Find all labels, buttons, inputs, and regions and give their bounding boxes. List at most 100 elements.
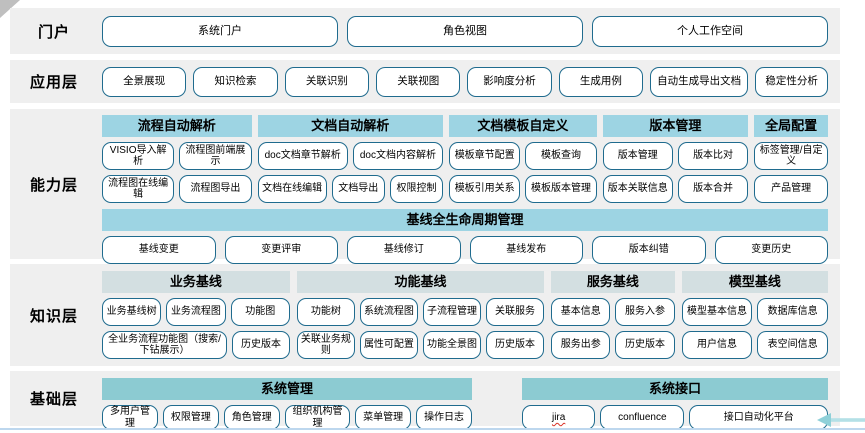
group-header: 模型基线 xyxy=(681,271,828,293)
module-button[interactable]: 功能全景图 xyxy=(422,331,482,359)
layer-label-base: 基础层 xyxy=(29,391,78,408)
module-button[interactable]: 服务入参 xyxy=(615,298,675,326)
group-header: 业务基线 xyxy=(102,271,290,293)
layer-row-application: 应用层 全景展现 知识检索 关联识别 关联视图 影响度分析 生成用例 自动生成导… xyxy=(10,60,840,103)
module-button[interactable]: 文档在线编辑 xyxy=(257,175,327,203)
layer-label-application: 应用层 xyxy=(29,74,78,91)
capability-group-process-parsing: 流程自动解析 VISIO导入解析 流程图前端展示 流程图在线编辑 流程图导出 xyxy=(102,115,252,203)
module-button[interactable]: 多用户管理 xyxy=(102,405,158,430)
module-button[interactable]: 文档导出 xyxy=(331,175,385,203)
group-header: 服务基线 xyxy=(551,271,675,293)
module-button[interactable]: 关联服务 xyxy=(486,298,545,326)
module-button[interactable]: 关联视图 xyxy=(376,66,461,97)
module-button[interactable]: 全景展现 xyxy=(102,66,187,97)
module-button[interactable]: 流程图在线编辑 xyxy=(102,175,175,203)
module-button[interactable]: 知识检索 xyxy=(193,66,278,97)
module-button[interactable]: 系统流程图 xyxy=(359,298,418,326)
module-button[interactable]: 服务出参 xyxy=(551,331,611,359)
module-button[interactable]: doc文档内容解析 xyxy=(352,142,444,170)
group-header: 流程自动解析 xyxy=(102,115,252,137)
module-button[interactable]: 版本纠错 xyxy=(592,236,706,264)
module-button[interactable]: 权限管理 xyxy=(162,405,219,430)
module-button[interactable]: 版本合并 xyxy=(677,175,749,203)
bottom-accent-line xyxy=(0,428,865,430)
module-button[interactable]: 基线发布 xyxy=(469,236,583,264)
left-arrow-decoration xyxy=(817,413,865,427)
module-button[interactable]: 模板引用关系 xyxy=(449,175,521,203)
module-button[interactable]: 产品管理 xyxy=(754,175,828,203)
module-button[interactable]: 版本关联信息 xyxy=(602,175,673,203)
module-button[interactable]: 基线修订 xyxy=(347,236,461,264)
module-button[interactable]: 子流程管理 xyxy=(422,298,482,326)
base-group-system-interfaces: 系统接口 jira confluence 接口自动化平台 xyxy=(522,378,828,430)
module-button[interactable]: 流程图前端展示 xyxy=(179,142,252,170)
layer-row-portal: 门户 系统门户 角色视图 个人工作空间 xyxy=(10,8,840,54)
layer-label-capability: 能力层 xyxy=(29,176,78,194)
module-button[interactable]: 角色管理 xyxy=(223,405,280,430)
module-button[interactable]: 历史版本 xyxy=(232,331,290,359)
module-button-interface-automation[interactable]: 接口自动化平台 xyxy=(689,405,828,430)
layer-row-knowledge: 知识层 业务基线 业务基线树 业务流程图 功能图 全业务流程功能图（搜索/下钻展… xyxy=(10,264,840,366)
module-button[interactable]: 业务流程图 xyxy=(166,298,226,326)
module-button-system-portal[interactable]: 系统门户 xyxy=(102,15,338,47)
knowledge-group-model-baseline: 模型基线 模型基本信息 数据库信息 用户信息 表空间信息 xyxy=(681,271,828,359)
group-header: 功能基线 xyxy=(296,271,545,293)
module-button[interactable]: 流程图导出 xyxy=(179,175,252,203)
knowledge-group-business-baseline: 业务基线 业务基线树 业务流程图 功能图 全业务流程功能图（搜索/下钻展示） 历… xyxy=(102,271,290,359)
module-button[interactable]: 模板版本管理 xyxy=(525,175,597,203)
group-header: 文档自动解析 xyxy=(257,115,444,137)
module-button[interactable]: 功能图 xyxy=(230,298,290,326)
module-button[interactable]: 变更历史 xyxy=(714,236,828,264)
module-button[interactable]: 基本信息 xyxy=(551,298,611,326)
module-button[interactable]: 历史版本 xyxy=(486,331,545,359)
module-button[interactable]: VISIO导入解析 xyxy=(102,142,175,170)
module-button[interactable]: 版本管理 xyxy=(602,142,673,170)
group-header: 系统接口 xyxy=(522,378,828,400)
baseline-lifecycle-header: 基线全生命周期管理 xyxy=(102,209,828,231)
module-button[interactable]: 稳定性分析 xyxy=(755,66,829,97)
capability-group-doc-parsing: 文档自动解析 doc文档章节解析 doc文档内容解析 文档在线编辑 文档导出 权… xyxy=(257,115,444,203)
layer-row-capability: 能力层 流程自动解析 VISIO导入解析 流程图前端展示 流程图在线编辑 流程图… xyxy=(10,109,840,264)
module-button[interactable]: 关联识别 xyxy=(284,66,370,97)
module-button[interactable]: 表空间信息 xyxy=(757,331,828,359)
module-button[interactable]: 标签管理/自定义 xyxy=(754,142,828,170)
module-button[interactable]: 功能树 xyxy=(296,298,355,326)
layer-row-base: 基础层 系统管理 多用户管理 权限管理 角色管理 组织机构管理 菜单管理 操作日… xyxy=(10,371,840,430)
module-button[interactable]: 自动生成导出文档 xyxy=(650,66,749,97)
base-group-system-management: 系统管理 多用户管理 权限管理 角色管理 组织机构管理 菜单管理 操作日志 xyxy=(102,378,473,430)
module-button-personal-workspace[interactable]: 个人工作空间 xyxy=(592,15,828,47)
group-header: 版本管理 xyxy=(602,115,749,137)
module-button[interactable]: 菜单管理 xyxy=(355,405,412,430)
module-button[interactable]: 影响度分析 xyxy=(467,66,552,97)
module-button[interactable]: 变更评审 xyxy=(224,236,338,264)
module-button[interactable]: 操作日志 xyxy=(416,405,473,430)
module-button[interactable]: 业务基线树 xyxy=(102,298,162,326)
module-button[interactable]: 模板章节配置 xyxy=(449,142,521,170)
module-button[interactable]: 权限控制 xyxy=(389,175,444,203)
group-header: 文档模板自定义 xyxy=(449,115,597,137)
module-button[interactable]: 版本比对 xyxy=(677,142,749,170)
module-button[interactable]: 模板查询 xyxy=(525,142,597,170)
group-header: 全局配置 xyxy=(754,115,828,137)
knowledge-group-function-baseline: 功能基线 功能树 系统流程图 子流程管理 关联服务 关联业务规则 属性可配置 功… xyxy=(296,271,545,359)
module-button[interactable]: 关联业务规则 xyxy=(296,331,355,359)
module-button[interactable]: 属性可配置 xyxy=(359,331,418,359)
capability-group-doc-template: 文档模板自定义 模板章节配置 模板查询 模板引用关系 模板版本管理 xyxy=(449,115,597,203)
module-button[interactable]: 历史版本 xyxy=(615,331,675,359)
capability-group-global-config: 全局配置 标签管理/自定义 产品管理 xyxy=(754,115,828,203)
module-button-jira[interactable]: jira xyxy=(522,405,596,430)
module-button[interactable]: 组织机构管理 xyxy=(284,405,351,430)
module-button[interactable]: 生成用例 xyxy=(558,66,644,97)
module-button[interactable]: 数据库信息 xyxy=(757,298,828,326)
module-button[interactable]: 用户信息 xyxy=(681,331,753,359)
module-button[interactable]: 基线变更 xyxy=(102,236,216,264)
module-button[interactable]: 全业务流程功能图（搜索/下钻展示） xyxy=(102,331,228,359)
module-button[interactable]: 模型基本信息 xyxy=(681,298,753,326)
module-button[interactable]: doc文档章节解析 xyxy=(257,142,348,170)
group-header: 系统管理 xyxy=(102,378,472,400)
capability-group-version-management: 版本管理 版本管理 版本比对 版本关联信息 版本合并 xyxy=(602,115,749,203)
module-button-role-view[interactable]: 角色视图 xyxy=(347,15,583,47)
module-button-confluence[interactable]: confluence xyxy=(600,405,685,430)
layer-label-knowledge: 知识层 xyxy=(29,307,78,325)
